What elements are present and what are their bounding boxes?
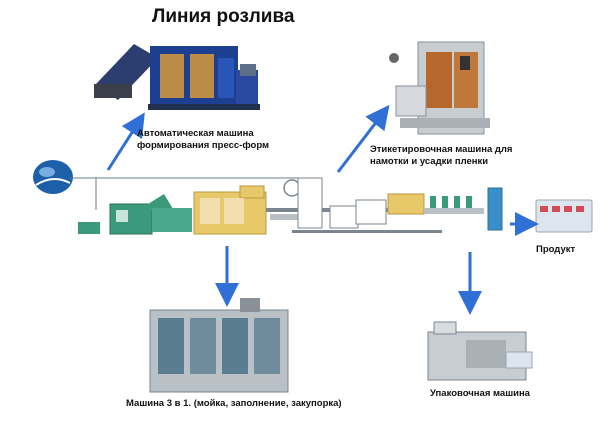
monoblock-label: Машина 3 в 1. (мойка, заполнение, закупо…	[126, 398, 342, 409]
process-line	[70, 177, 503, 235]
sleeve-labeling-machine	[389, 41, 490, 135]
labeling-label: Этикетировочная машина для намотки и уса…	[370, 144, 512, 168]
blow-molding-label-line-2: формирования пресс-форм	[137, 140, 270, 151]
product-label: Продукт	[536, 244, 576, 255]
monoblock-machine	[149, 298, 289, 393]
arrow-to-labeling	[336, 104, 390, 173]
labeling-label-line-1: Этикетировочная машина для	[370, 144, 513, 155]
blow-molding-label: Автоматическая машина формирования пресс…	[137, 128, 269, 152]
arrow-to-blow-molding	[106, 112, 145, 171]
diagram-title: Линия розлива	[152, 6, 295, 27]
water-source-icon	[33, 160, 73, 194]
blow-molding-machine	[94, 44, 260, 110]
packing-machine	[427, 321, 533, 381]
product-bottles	[535, 199, 593, 233]
labeling-label-line-2: намотки и усадки пленки	[370, 156, 489, 167]
blow-molding-label-line-1: Автоматическая машина	[137, 128, 254, 139]
packing-label: Упаковочная машина	[430, 388, 530, 399]
